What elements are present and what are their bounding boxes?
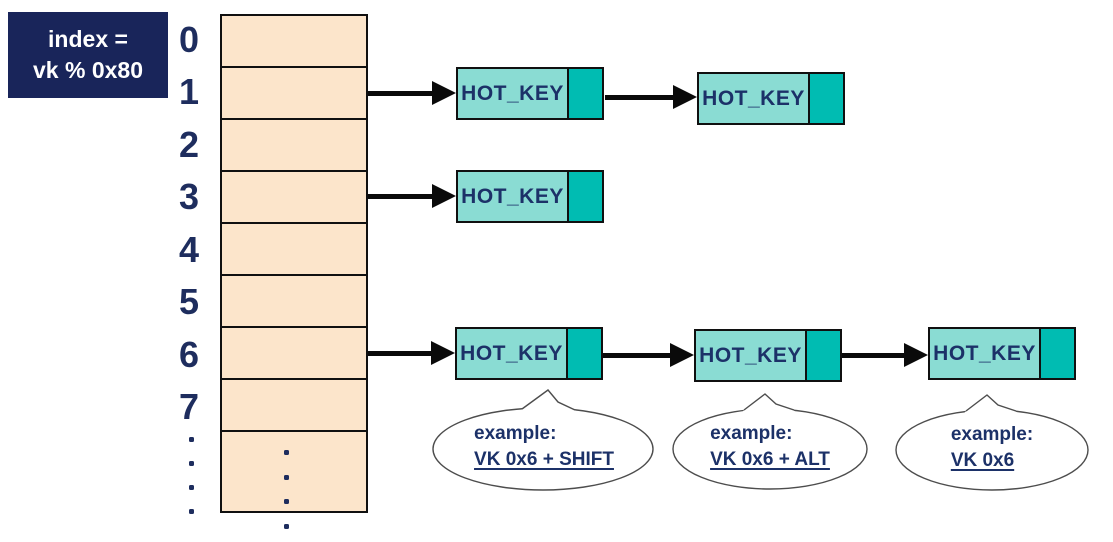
- array-index-6: 6: [178, 334, 200, 375]
- hotkey-node-label: HOT_KEY: [461, 184, 564, 208]
- hotkey-node-label: HOT_KEY: [702, 86, 805, 110]
- example-bubble-plain: example: VK 0x6: [893, 390, 1091, 492]
- hotkey-node-bucket1-1: HOT_KEY: [697, 72, 845, 125]
- ellipsis-dot: [189, 509, 194, 514]
- example-prefix: example:: [950, 424, 1034, 445]
- array-cell-2: [222, 120, 366, 172]
- ellipsis-dot: [284, 475, 289, 480]
- hotkey-node-label: HOT_KEY: [461, 81, 564, 105]
- index-formula-line2: vk % 0x80: [33, 57, 143, 83]
- array-index-3: 3: [178, 176, 200, 217]
- example-prefix: example:: [474, 423, 557, 444]
- hotkey-node-next-pointer: [567, 69, 602, 118]
- array-index-0: 0: [178, 19, 200, 60]
- arrow-node-to-node-bucket6a: [603, 343, 694, 368]
- array-cell-1: [222, 68, 366, 120]
- array-cell-0: [222, 16, 366, 68]
- hotkey-node-next-pointer: [1039, 329, 1074, 378]
- array-index-4: 4: [178, 229, 200, 270]
- ellipsis-dot: [189, 485, 194, 490]
- hash-table-array: [220, 14, 368, 513]
- array-cell-7: [222, 380, 366, 432]
- arrow-node-to-node-bucket1: [605, 85, 697, 110]
- arrow-bucket6-to-node: [368, 341, 455, 366]
- example-value: VK 0x6 + SHIFT: [474, 448, 614, 470]
- speech-bubble-shape: [432, 389, 654, 491]
- example-prefix: example:: [710, 423, 793, 444]
- ellipsis-dot: [284, 524, 289, 529]
- example-value: VK 0x6: [950, 449, 1015, 471]
- hotkey-node-next-pointer: [805, 331, 840, 380]
- hotkey-node-next-pointer: [566, 329, 601, 378]
- array-cell-6: [222, 328, 366, 380]
- hotkey-node-bucket6-2: HOT_KEY: [928, 327, 1076, 380]
- hotkey-node-bucket6-1: HOT_KEY: [694, 329, 842, 382]
- example-bubble-alt: example: VK 0x6 + ALT: [670, 388, 870, 492]
- example-text: example: VK 0x6 + SHIFT: [474, 421, 614, 472]
- index-formula-line1: index =: [48, 25, 128, 52]
- arrow-bucket3-to-node: [368, 184, 456, 209]
- arrow-bucket1-to-node: [368, 81, 456, 106]
- array-cell-4: [222, 224, 366, 276]
- example-bubble-shift: example: VK 0x6 + SHIFT: [430, 386, 658, 498]
- array-index-2: 2: [178, 124, 200, 165]
- array-cell-3: [222, 172, 366, 224]
- ellipsis-dot: [189, 461, 194, 466]
- hotkey-node-label: HOT_KEY: [460, 341, 563, 365]
- hotkey-node-bucket6-0: HOT_KEY: [455, 327, 603, 380]
- ellipsis-dot: [189, 437, 194, 442]
- index-formula-box: index = vk % 0x80: [8, 12, 168, 98]
- hotkey-node-label: HOT_KEY: [699, 343, 802, 367]
- speech-bubble-shape: [895, 393, 1089, 491]
- hotkey-node-bucket3-0: HOT_KEY: [456, 170, 604, 223]
- hotkey-node-bucket1-0: HOT_KEY: [456, 67, 604, 120]
- hotkey-node-next-pointer: [808, 74, 843, 123]
- arrow-node-to-node-bucket6b: [842, 343, 928, 368]
- hotkey-node-next-pointer: [567, 172, 602, 221]
- array-cell-5: [222, 276, 366, 328]
- array-index-1: 1: [178, 71, 200, 112]
- hotkey-node-label: HOT_KEY: [933, 341, 1036, 365]
- array-cell-ellipsis: [222, 432, 366, 511]
- array-index-7: 7: [178, 386, 200, 427]
- speech-bubble-shape: [672, 392, 868, 490]
- example-text: example: VK 0x6: [951, 422, 1033, 473]
- array-index-5: 5: [178, 281, 200, 322]
- ellipsis-dot: [284, 450, 289, 455]
- ellipsis-dot: [284, 499, 289, 504]
- example-value: VK 0x6 + ALT: [710, 448, 830, 470]
- example-text: example: VK 0x6 + ALT: [710, 421, 830, 472]
